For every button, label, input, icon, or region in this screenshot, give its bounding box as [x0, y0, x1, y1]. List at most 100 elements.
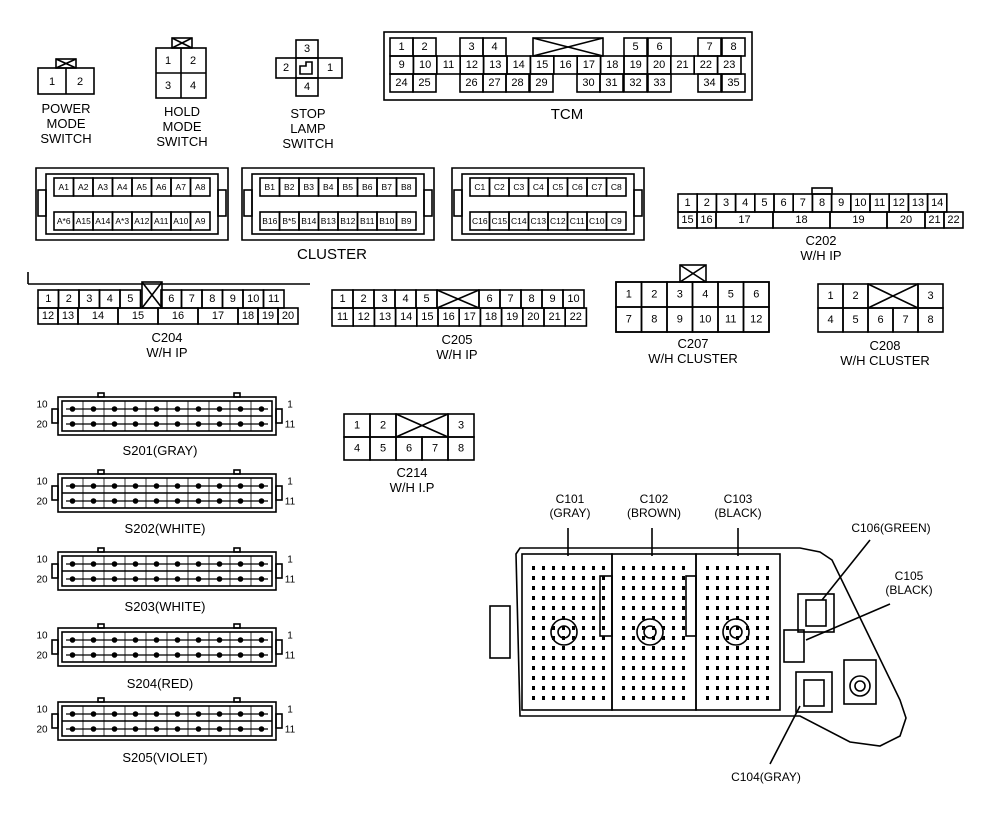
- socket-pin: [726, 596, 729, 600]
- c205-pin: 11: [337, 311, 348, 323]
- pin-label: 2: [190, 55, 196, 67]
- cluster-a-pin: A10: [173, 216, 188, 226]
- socket-pin: [706, 686, 709, 690]
- socket-pin: [652, 666, 655, 670]
- socket-pin: [582, 626, 585, 630]
- tcm-cell: [529, 73, 554, 93]
- s204-end-label: 11: [285, 651, 296, 662]
- c207-cell: [742, 306, 770, 333]
- cluster-b-cell: [395, 211, 417, 231]
- cluster-b-pin: B14: [301, 216, 316, 226]
- c208-pin: 2: [852, 290, 858, 302]
- socket-pin: [746, 666, 749, 670]
- socket-pin: [582, 686, 585, 690]
- s201-end-label: 1: [287, 400, 293, 411]
- socket-pin: [706, 606, 709, 610]
- socket-pin: [592, 586, 595, 590]
- tcm-cell: [599, 73, 624, 93]
- c202-pin: 14: [931, 197, 943, 209]
- socket-pin: [726, 676, 729, 680]
- pin-label: 2: [283, 62, 289, 74]
- socket-pin: [682, 626, 685, 630]
- socket-pin: [632, 686, 635, 690]
- socket-pin: [662, 566, 665, 570]
- c214-cell: [447, 436, 475, 461]
- c207-pin: 9: [677, 314, 683, 326]
- socket-pin: [592, 576, 595, 580]
- socket-pin: [642, 696, 645, 700]
- c208-key: [867, 283, 919, 309]
- c207-pin: 2: [651, 289, 657, 301]
- socket-pin: [662, 596, 665, 600]
- cluster-a-pin: A3: [98, 182, 109, 192]
- tcm-pin: 24: [395, 77, 407, 89]
- socket-pin: [652, 656, 655, 660]
- c103-label: C103 (BLACK): [714, 492, 762, 520]
- cluster-a-pin: A2: [78, 182, 89, 192]
- cluster-b-pin: B12: [340, 216, 355, 226]
- c208-pin: 6: [877, 314, 883, 326]
- c207-pin: 3: [677, 289, 683, 301]
- c202-pin: 10: [854, 197, 866, 209]
- socket-pin: [736, 596, 739, 600]
- c204-pin: 10: [247, 293, 259, 305]
- c204-pin: 15: [132, 310, 144, 322]
- s201-tab: [97, 392, 105, 398]
- socket-pin: [572, 586, 575, 590]
- s204-latch: [51, 639, 59, 655]
- cluster-a-outline: [35, 167, 229, 241]
- socket-pin: [726, 586, 729, 590]
- socket-pin: [532, 566, 535, 570]
- socket-pin: [766, 696, 769, 700]
- socket-pin: [652, 696, 655, 700]
- socket-pin: [602, 616, 605, 620]
- s203-end-label: 20: [36, 575, 48, 586]
- c202-pin: 13: [912, 197, 924, 209]
- socket-pin: [746, 586, 749, 590]
- c208-cell: [917, 307, 944, 333]
- socket-pin: [572, 576, 575, 580]
- socket-pin: [562, 616, 565, 620]
- socket-pin: [622, 656, 625, 660]
- c208-label: C208 W/H CLUSTER: [840, 338, 930, 368]
- socket-pin: [532, 676, 535, 680]
- cluster-c-pin: C5: [552, 182, 563, 192]
- socket-pin: [672, 636, 675, 640]
- socket-pin: [756, 626, 759, 630]
- socket-pin: [582, 566, 585, 570]
- cluster-b-pin: B10: [379, 216, 394, 226]
- c202-pin: 16: [700, 214, 712, 226]
- c205-pin: 5: [423, 293, 429, 305]
- socket-pin: [642, 636, 645, 640]
- tcm-pin: 35: [727, 77, 739, 89]
- socket-bolt: [550, 618, 578, 646]
- c214-pin: 2: [380, 420, 386, 432]
- socket-bolt-center: [643, 625, 657, 639]
- socket-pin: [532, 586, 535, 590]
- socket-pin: [542, 676, 545, 680]
- tcm-pin: 30: [582, 77, 594, 89]
- socket-pin: [592, 696, 595, 700]
- socket-pin: [582, 666, 585, 670]
- socket-pin: [726, 576, 729, 580]
- socket-pin: [552, 646, 555, 650]
- socket-pin: [622, 696, 625, 700]
- c105-leader: [805, 603, 891, 641]
- socket-pin: [632, 636, 635, 640]
- socket-pin: [552, 636, 555, 640]
- socket-pin: [562, 666, 565, 670]
- c204-pin: 9: [230, 293, 236, 305]
- socket-pin: [562, 656, 565, 660]
- s204-tab: [97, 623, 105, 629]
- tcm-cell: [697, 73, 722, 93]
- cluster-a-pin: A7: [176, 182, 187, 192]
- socket-pin: [662, 616, 665, 620]
- s203-tab: [97, 547, 105, 553]
- s203-end-label: 10: [36, 555, 48, 566]
- socket-pin: [766, 626, 769, 630]
- socket-pin: [756, 566, 759, 570]
- s203-label: S203(WHITE): [124, 599, 206, 614]
- socket-pin: [672, 646, 675, 650]
- socket-pin: [736, 656, 739, 660]
- c202-pin: 21: [928, 214, 940, 226]
